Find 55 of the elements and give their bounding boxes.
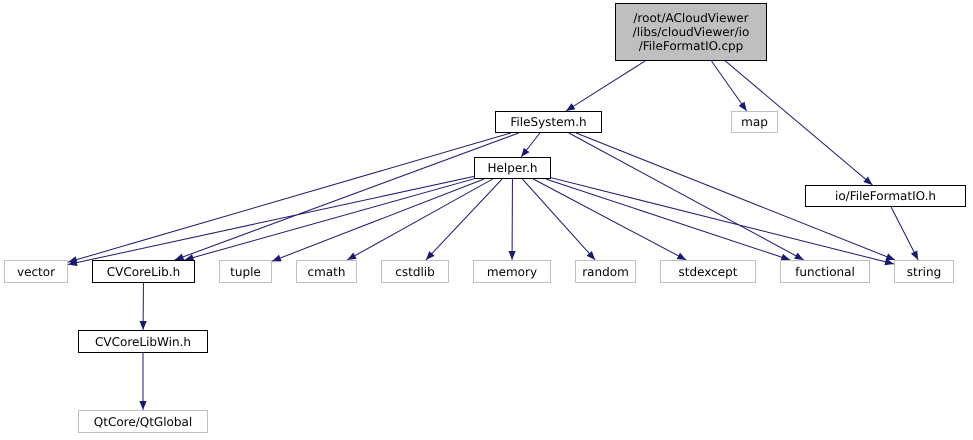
file-name: string (906, 264, 942, 278)
file-box (4, 260, 68, 283)
arrow (508, 178, 516, 260)
arrow (522, 178, 596, 260)
file-name: FileSystem.h (510, 115, 587, 129)
arrow (568, 132, 804, 260)
file-name: tuple (230, 264, 261, 278)
arrow (425, 178, 503, 260)
arrow (184, 178, 474, 262)
file-box (78, 330, 208, 353)
file-box (92, 260, 195, 283)
file-name: random (582, 264, 629, 278)
arrow (724, 60, 873, 186)
file-name: CVCoreLib.h (106, 264, 180, 278)
arrow (532, 178, 687, 260)
file-name: memory (486, 264, 538, 278)
arrow (710, 60, 748, 112)
file-name: io/FileFormatIO.h (834, 189, 936, 203)
file-box (219, 260, 272, 283)
arrow (272, 178, 485, 262)
arrow (68, 132, 512, 264)
file-box (894, 260, 954, 283)
file-box (615, 3, 767, 61)
arrow (140, 282, 147, 330)
arrow (174, 132, 520, 260)
file-name: Helper.h (488, 161, 538, 175)
file-box (296, 260, 357, 283)
file-name: /root/ACloudViewer /libs/cloudViewer/io /FileFormatIO.cpp (632, 11, 750, 53)
arrow (68, 176, 474, 266)
file-name: vector (16, 264, 56, 278)
arrow (550, 177, 894, 266)
arrow (565, 60, 646, 112)
file-name: CVCoreLibWin.h (95, 334, 191, 348)
file-box (731, 111, 778, 133)
arrow (890, 206, 919, 260)
file-box (473, 260, 551, 283)
file-box (780, 260, 870, 283)
file-name: cstdlib (395, 264, 435, 278)
file-name: cmath (308, 264, 346, 278)
file-box (660, 260, 756, 283)
arrow (545, 178, 791, 261)
file-box (78, 410, 208, 433)
file-name: stdexcept (678, 264, 738, 278)
file-name: QtCore/QtGlobal (94, 414, 192, 428)
arrow (346, 178, 494, 260)
file-box (575, 260, 636, 283)
arrow (520, 132, 540, 158)
arrow (576, 132, 896, 260)
file-name: functional (795, 264, 855, 278)
file-box (381, 260, 449, 283)
file-name: map (741, 115, 768, 129)
file-box (805, 185, 966, 207)
file-box (495, 111, 602, 133)
file-box (474, 157, 551, 179)
arrow (139, 352, 147, 410)
